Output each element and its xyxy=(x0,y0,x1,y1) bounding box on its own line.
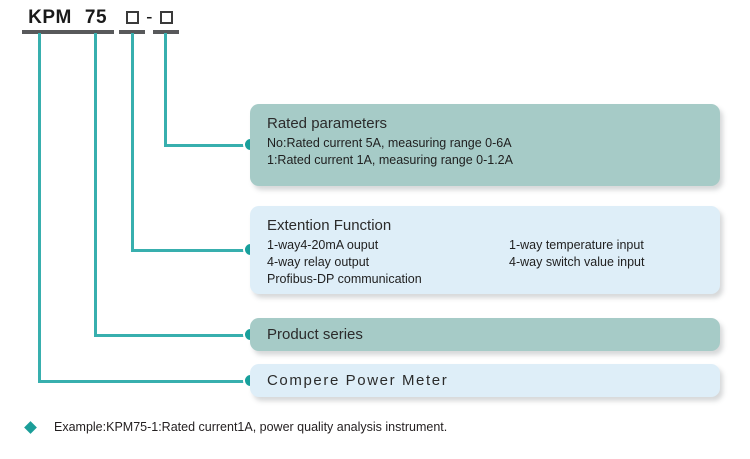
code-underline-brand xyxy=(22,30,78,34)
callout-line-ext-profibus: Profibus-DP communication xyxy=(267,272,422,286)
code-underline-rated xyxy=(153,30,179,34)
connector-horizontal-series xyxy=(94,334,252,337)
connector-horizontal-extension xyxy=(131,249,252,252)
code-separator-dash: - xyxy=(146,7,153,28)
code-underline-series xyxy=(78,30,114,34)
callout-extention-columns: 1-way4-20mA ouput 4-way relay output Pro… xyxy=(267,237,720,288)
callout-line-ext-analog-output: 1-way4-20mA ouput xyxy=(267,238,379,252)
callout-extention-right-column: 1-way temperature input 4-way switch val… xyxy=(509,237,644,271)
model-code-header: KPM 75 - xyxy=(0,0,750,40)
code-segment-series: 75 xyxy=(84,7,108,28)
diamond-bullet-icon xyxy=(24,420,37,434)
callout-title-extention: Extention Function xyxy=(267,217,392,234)
connector-vertical-brand xyxy=(38,33,41,382)
placeholder-box-rated xyxy=(159,11,173,25)
connector-horizontal-brand xyxy=(38,380,252,383)
callout-product-series: Product series xyxy=(250,318,720,351)
code-segment-extension xyxy=(119,8,145,28)
connector-vertical-extension xyxy=(131,33,134,251)
connector-vertical-rated xyxy=(164,33,167,145)
placeholder-box-extension xyxy=(125,11,139,25)
callout-title-compere-power-meter: Compere Power Meter xyxy=(267,372,449,389)
callout-extention-function: Extention Function 1-way4-20mA ouput 4-w… xyxy=(250,206,720,294)
code-underline-extension xyxy=(119,30,145,34)
footnote-text: Example:KPM75-1:Rated current1A, power q… xyxy=(54,420,448,434)
connector-vertical-series xyxy=(94,33,97,336)
callout-rated-parameters: Rated parameters No:Rated current 5A, me… xyxy=(250,104,720,186)
callout-line-rated-option1: 1:Rated current 1A, measuring range 0-1.… xyxy=(267,153,513,167)
connector-horizontal-rated xyxy=(164,144,252,147)
callout-line-ext-relay-output: 4-way relay output xyxy=(267,255,370,269)
code-segment-rated xyxy=(153,8,179,28)
code-segment-brand: KPM xyxy=(28,7,72,28)
footnote-example: Example:KPM75-1:Rated current1A, power q… xyxy=(24,418,448,436)
callout-title-product-series: Product series xyxy=(267,326,363,343)
callout-title-rated: Rated parameters xyxy=(267,115,388,132)
callout-line-rated-default: No:Rated current 5A, measuring range 0-6… xyxy=(267,136,512,150)
callout-line-ext-switch-input: 4-way switch value input xyxy=(509,255,645,269)
callout-line-ext-temperature-input: 1-way temperature input xyxy=(509,238,644,252)
callout-compere-power-meter: Compere Power Meter xyxy=(250,364,720,397)
